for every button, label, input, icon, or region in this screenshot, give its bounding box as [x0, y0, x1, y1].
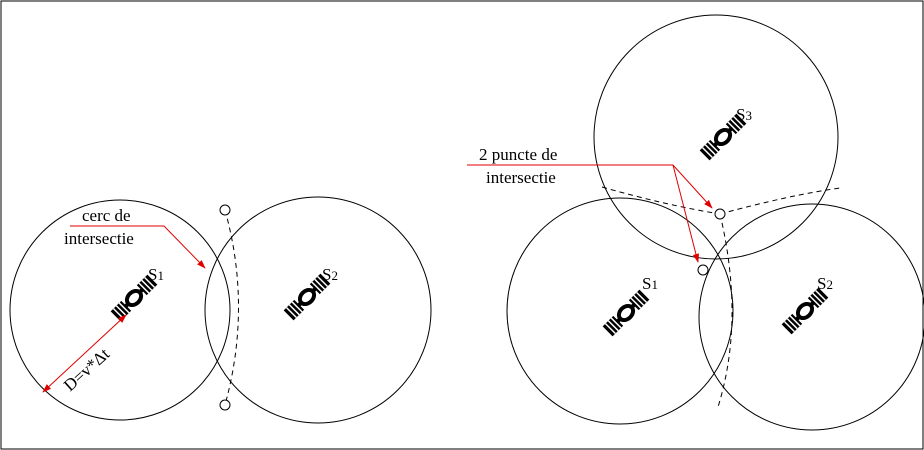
hidden-arc-3 — [717, 213, 733, 408]
satellite-icon — [780, 286, 830, 336]
callout-cerc-arrow — [70, 225, 206, 269]
callout-arrow-lower — [672, 164, 700, 263]
right-diagram: S3 S1 S2 2 puncte de intersectie — [467, 14, 924, 431]
hidden-arc-2 — [719, 187, 841, 215]
intersection-point-top — [219, 204, 231, 216]
left-diagram: S1 S2 cerc de intersectie D=v*Δt — [9, 196, 432, 424]
hidden-arc-1 — [601, 186, 721, 215]
left-sphere-1 — [9, 199, 231, 421]
callout-cerc-line1: cerc de — [82, 206, 131, 225]
right-intersection-point-lower — [697, 264, 709, 276]
intersection-circle-hidden — [224, 209, 239, 406]
right-intersection-point-upper — [714, 208, 726, 220]
callout-cerc-line2: intersectie — [64, 229, 134, 248]
left-s1-label: S1 — [148, 265, 164, 284]
right-s2-label: S2 — [817, 274, 833, 293]
right-sphere-2 — [698, 203, 924, 431]
right-sphere-1 — [506, 197, 734, 425]
callout-puncte-line1: 2 puncte de — [479, 145, 557, 164]
intersection-point-bottom — [219, 399, 231, 411]
left-s2-label: S2 — [322, 265, 338, 284]
satellite-icon — [601, 288, 651, 338]
callout-puncte-line2: intersectie — [486, 168, 556, 187]
radius-arrow — [42, 314, 127, 393]
right-sphere-3 — [593, 14, 839, 260]
right-s1-label: S1 — [642, 274, 658, 293]
right-s3-label: S3 — [736, 105, 752, 124]
left-sphere-2 — [204, 196, 432, 424]
